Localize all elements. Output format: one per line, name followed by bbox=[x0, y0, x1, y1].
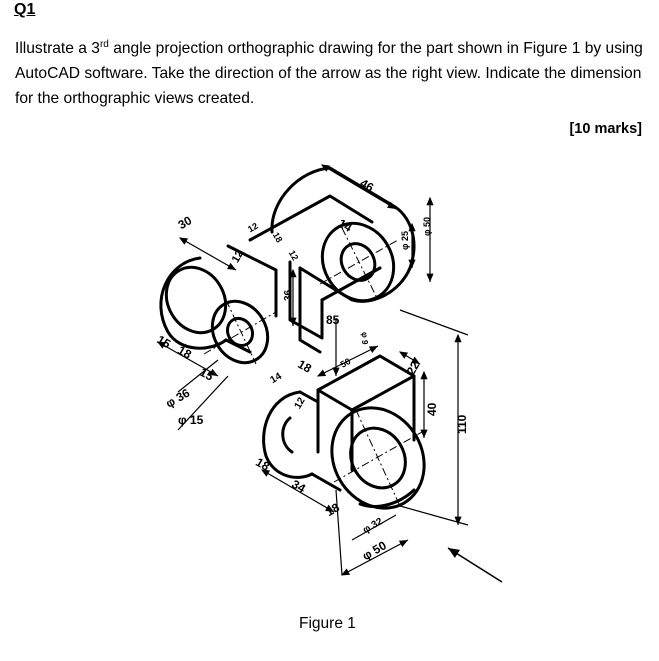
dim-phi25: φ 25 bbox=[400, 231, 410, 250]
dim-phi32: φ 32 bbox=[361, 516, 385, 536]
dim-50-small: 50 bbox=[339, 356, 353, 370]
marks-label: [10 marks] bbox=[569, 121, 642, 137]
dim-18-low: 18 bbox=[253, 455, 272, 474]
dim-18-bot: 18 bbox=[323, 500, 342, 519]
question-text-rest: angle projection orthographic drawing fo… bbox=[15, 40, 643, 107]
dim-18-a: 18 bbox=[175, 343, 194, 362]
question-text: Illustrate a 3rd angle projection orthog… bbox=[15, 36, 647, 111]
dim-22: 22 bbox=[404, 359, 423, 378]
dim-12-a: 12 bbox=[246, 221, 260, 235]
dim-12-low: 12 bbox=[293, 395, 308, 411]
dim-110: 110 bbox=[455, 414, 469, 434]
dim-phi50-bot: φ 50 bbox=[360, 538, 389, 563]
dim-34: 34 bbox=[289, 477, 308, 496]
ordinal-superscript: rd bbox=[99, 38, 109, 50]
question-text-start: Illustrate a 3 bbox=[15, 40, 100, 57]
dim-12-b: 12 bbox=[230, 248, 247, 265]
part-outline bbox=[159, 166, 426, 510]
dim-40: 40 bbox=[425, 402, 439, 416]
dim-30: 30 bbox=[176, 213, 195, 232]
dim-14-low: 14 bbox=[269, 371, 285, 386]
dim-phi15: φ 15 bbox=[178, 413, 204, 427]
dim-46: 46 bbox=[358, 176, 377, 195]
dim-phi36: φ 36 bbox=[163, 386, 192, 411]
dim-phi50-top: φ 50 bbox=[422, 217, 432, 236]
figure-caption: Figure 1 bbox=[299, 615, 356, 632]
dim-18-mid: 18 bbox=[295, 357, 314, 376]
dim-phi9: φ 9 bbox=[360, 332, 369, 345]
dimension-lines bbox=[156, 164, 469, 576]
isometric-drawing: 46 14 12 12 18 12 30 36 85 φ 25 φ 50 15 … bbox=[154, 164, 503, 583]
dim-12-top: 12 bbox=[287, 249, 301, 263]
dim-15-b: 15 bbox=[197, 365, 216, 384]
dim-18-top: 18 bbox=[271, 231, 285, 245]
dim-14-top: 14 bbox=[336, 216, 355, 235]
dim-85: 85 bbox=[326, 313, 340, 327]
dimension-texts: 46 14 12 12 18 12 30 36 85 φ 25 φ 50 15 … bbox=[154, 176, 469, 563]
centre-lines bbox=[203, 227, 423, 507]
dim-36-mid: 36 bbox=[283, 289, 294, 301]
view-direction-arrow bbox=[447, 547, 503, 583]
question-number: Q1 bbox=[14, 1, 36, 18]
dim-15-a: 15 bbox=[154, 332, 173, 351]
